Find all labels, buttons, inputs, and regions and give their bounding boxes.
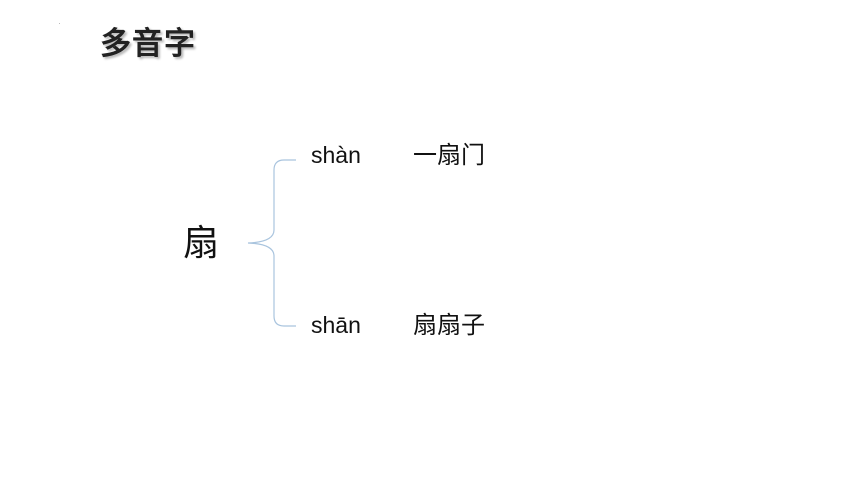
slide-title: 多音字	[100, 26, 196, 62]
reading-word-2: 扇扇子	[413, 311, 485, 339]
reading-word-1: 一扇门	[413, 141, 485, 169]
reading-pinyin-1: shàn	[311, 142, 361, 168]
reading-pinyin-2: shān	[311, 312, 361, 338]
corner-mark	[59, 23, 60, 24]
curly-brace	[247, 159, 296, 327]
polyphonic-character: 扇	[183, 223, 220, 264]
